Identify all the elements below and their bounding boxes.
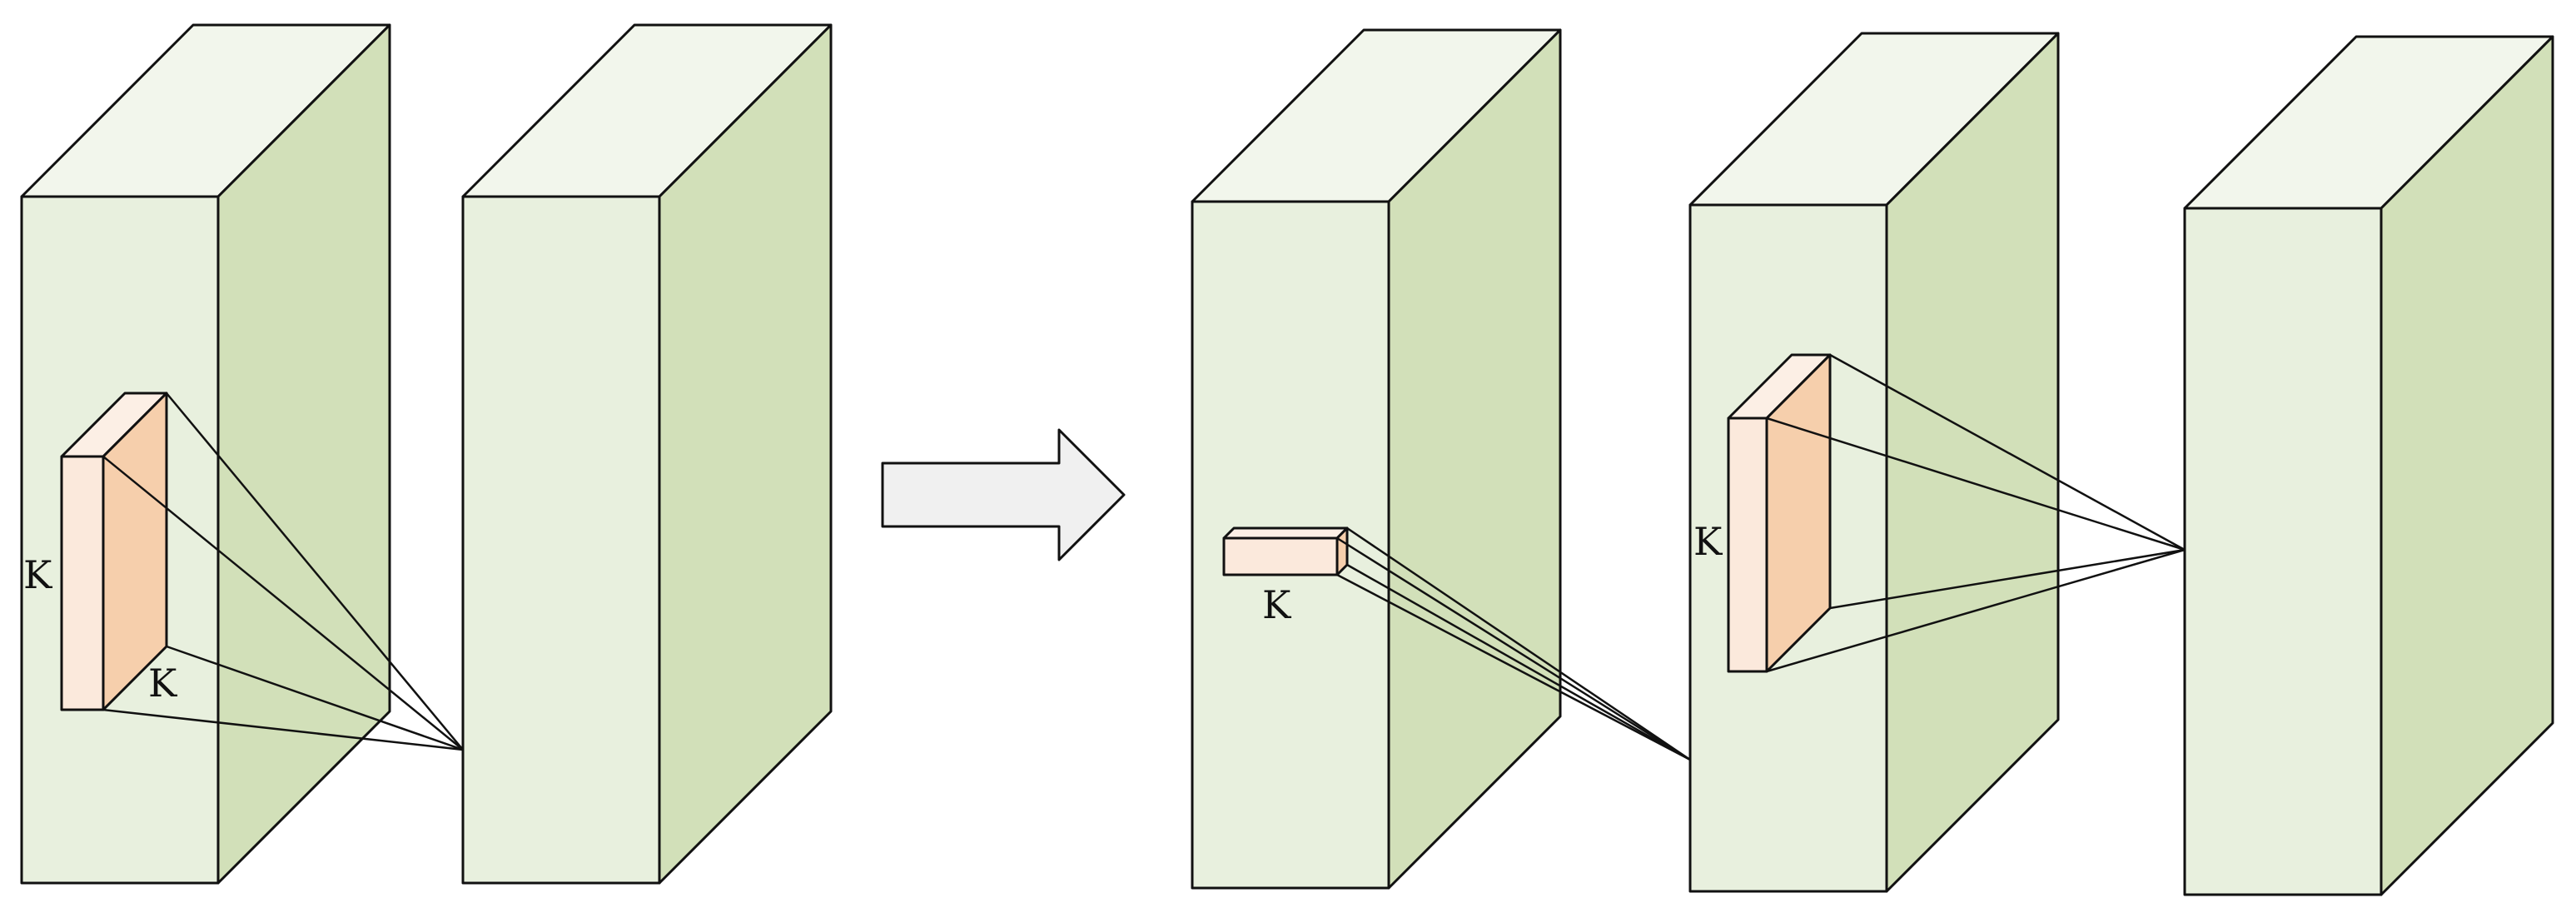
right-output-block-front-face [2183,207,2383,896]
right-1xk-kernel-side-face [1335,526,1349,576]
right-kx1-projection-line [1829,353,2186,551]
left-projection-line [102,708,464,751]
right-kx1-kernel-label: K [1693,519,1723,564]
right-kx1-kernel [1727,353,1832,673]
left-output-feature-block [461,23,833,885]
right-1xk-projection-line [1346,563,1691,761]
right-1xk-projection-line [1336,536,1691,761]
left-projection-line [166,645,464,751]
left-projection-line [102,456,464,751]
left-projection-lines [102,392,464,751]
right-1xk-kernel [1222,526,1349,576]
right-1xk-kernel-front-face [1222,536,1339,576]
left-kernel-height-label: K [23,552,53,597]
left-kernel-width-label: K [148,661,178,706]
right-kx1-projection-lines [1766,353,2186,673]
right-output-feature-block [2183,35,2554,896]
left-kxk-kernel [60,392,168,711]
right-input-feature-block [1191,28,1562,890]
right-kx1-kernel-front-face [1727,417,1768,673]
right-kx1-projection-line [1766,548,2186,673]
right-1xk-projection-line [1346,526,1691,761]
left-kernel-front-face [60,455,105,711]
left-convolution-group: K K [20,23,833,885]
left-projection-line [166,392,464,751]
right-factorized-group: K K [1191,28,2554,896]
right-kx1-projection-line [1766,417,2186,551]
right-kx1-projection-line [1829,548,2186,610]
right-1xk-kernel-top-face [1222,526,1349,540]
right-1xk-kernel-label: K [1262,582,1292,627]
right-1xk-projection-lines [1336,526,1691,761]
transform-arrow [881,428,1126,561]
right-1xk-projection-line [1336,573,1691,761]
left-output-block-front-face [461,195,661,885]
